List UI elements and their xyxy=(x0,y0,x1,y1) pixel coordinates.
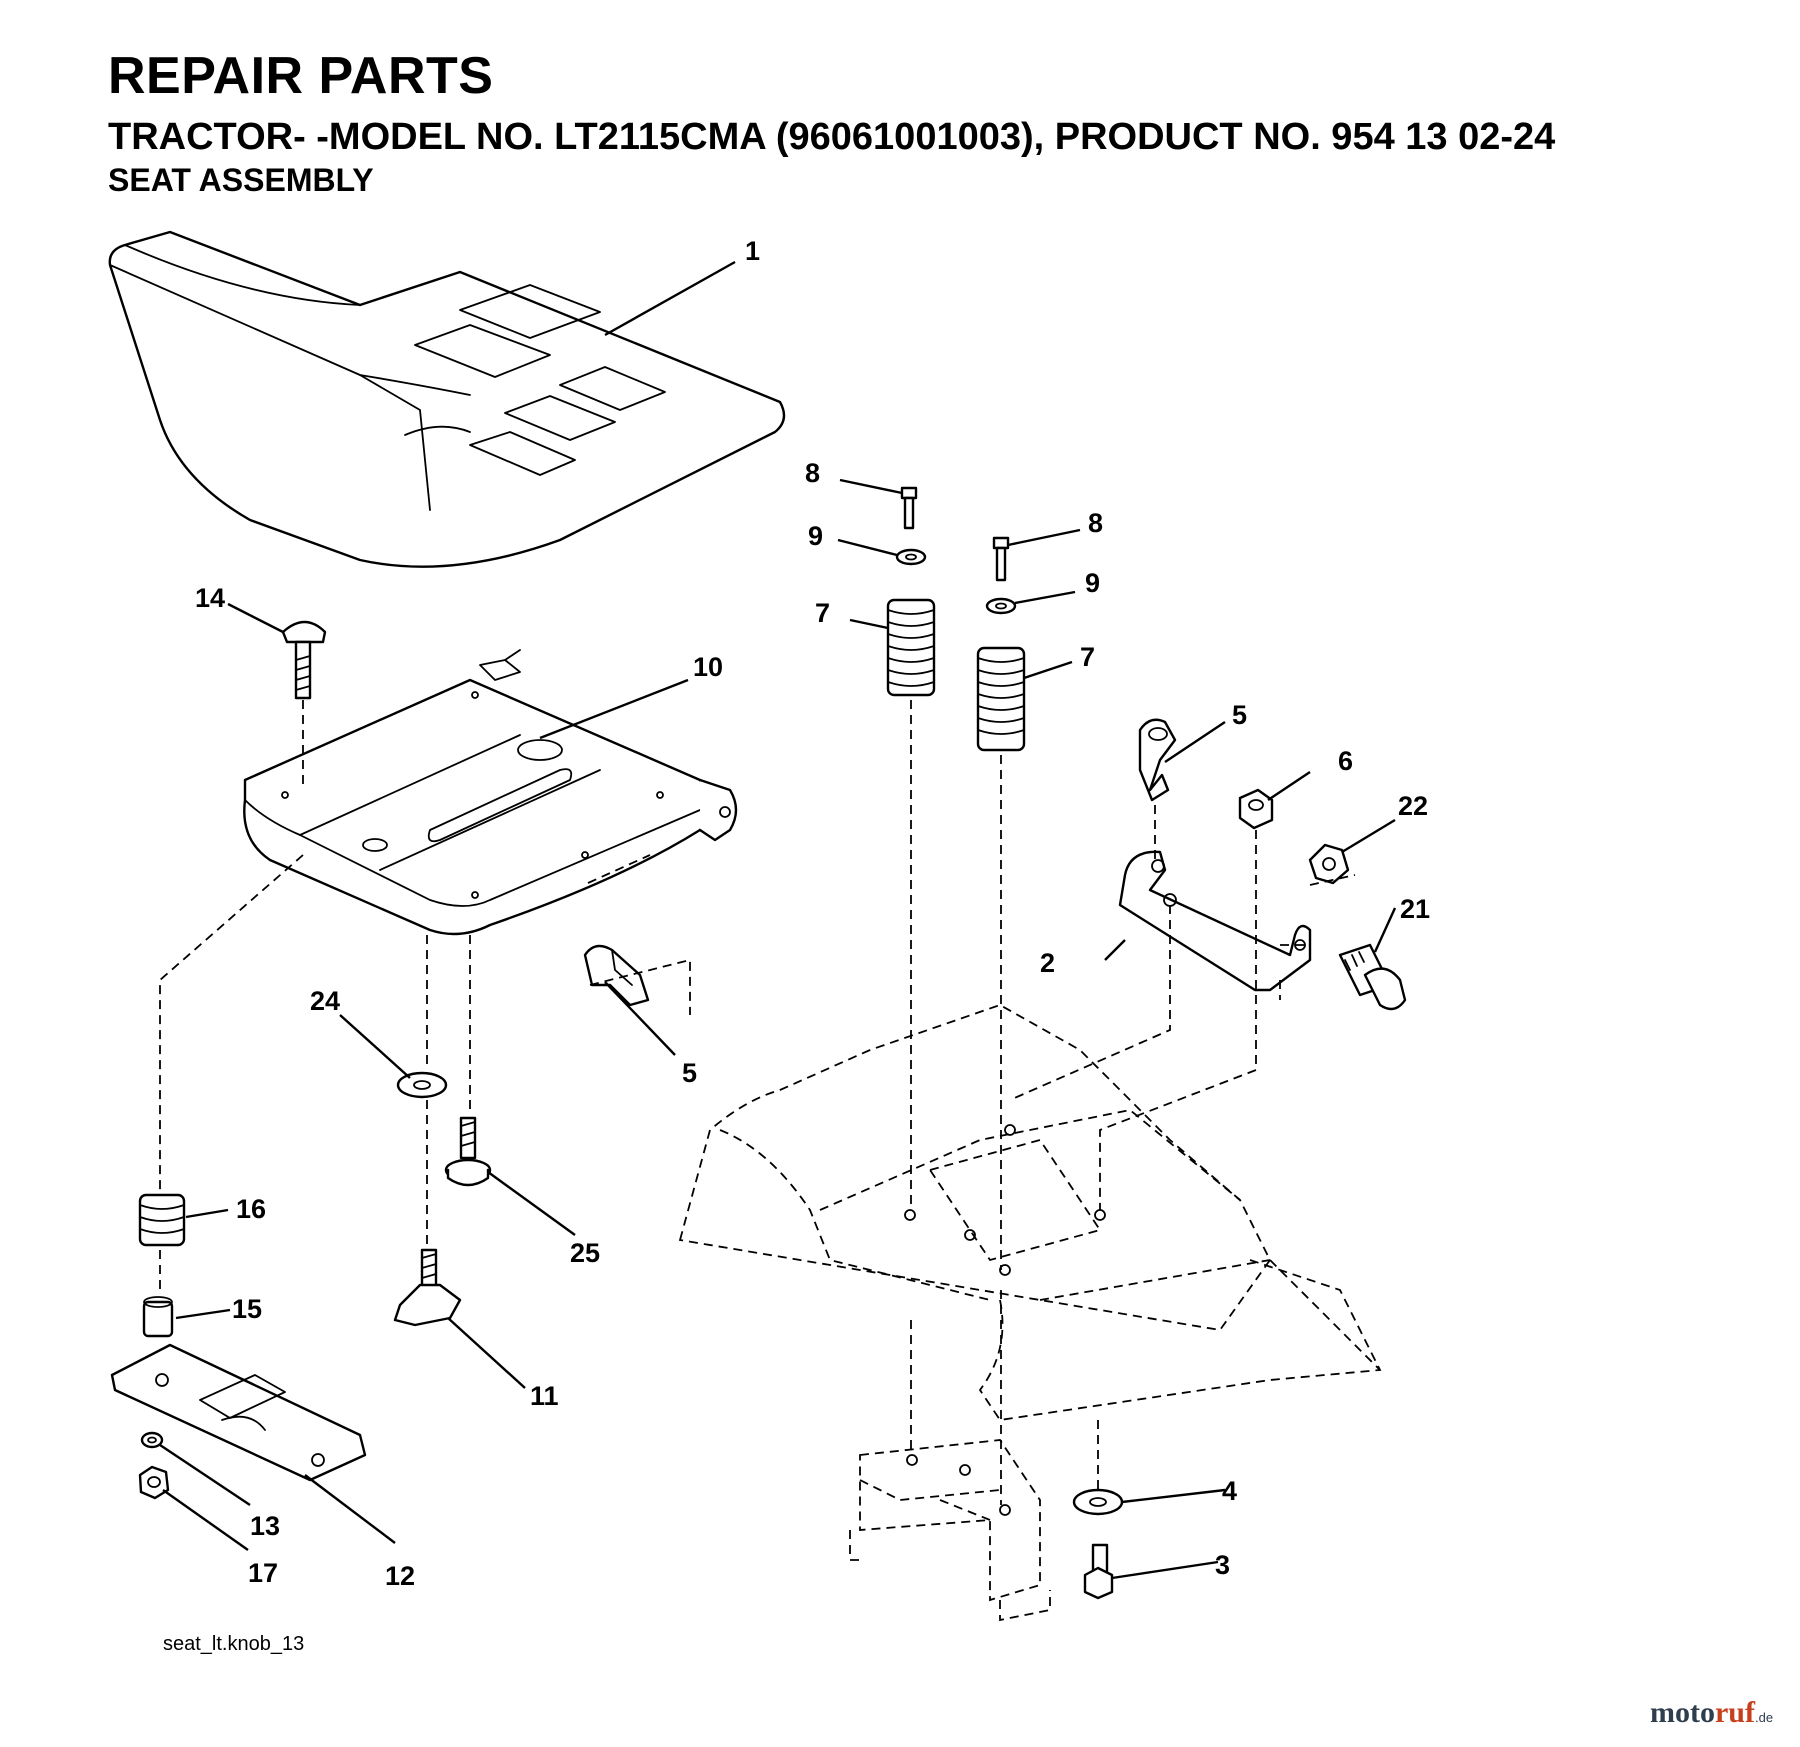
callout-5-upper: 5 xyxy=(1232,700,1247,730)
callout-8-left: 8 xyxy=(805,458,820,488)
callout-8-right: 8 xyxy=(1088,508,1103,538)
callout-11: 11 xyxy=(530,1381,559,1411)
adjustment-plate xyxy=(110,1343,367,1482)
seat-switch-clip-lower xyxy=(583,944,650,1007)
watermark-domain: .de xyxy=(1755,1710,1773,1725)
seat-switch-clip-upper xyxy=(1138,718,1177,802)
hex-bolt-3 xyxy=(1083,1543,1114,1600)
bolt-8-left xyxy=(900,486,918,530)
watermark-logo: motoruf.de xyxy=(1650,1696,1773,1729)
callout-7-right: 7 xyxy=(1080,642,1095,672)
pivot-bracket xyxy=(1118,850,1312,992)
suspension-spring-left xyxy=(886,598,936,697)
washer-9-left xyxy=(895,548,927,566)
callout-5-lower: 5 xyxy=(682,1058,697,1088)
callout-25: 25 xyxy=(570,1238,600,1268)
shoulder-screw-25 xyxy=(444,1116,492,1187)
callout-10: 10 xyxy=(693,652,723,682)
tractor-frame-outline xyxy=(678,1004,1382,1622)
callout-1: 1 xyxy=(745,236,760,266)
svg-text:motoruf.de: motoruf.de xyxy=(1650,1696,1773,1729)
hex-nut xyxy=(1238,788,1274,830)
hex-nut-17 xyxy=(138,1465,170,1500)
callout-15: 15 xyxy=(232,1294,262,1324)
callout-7-left: 7 xyxy=(815,598,830,628)
flat-washer-4 xyxy=(1072,1488,1124,1516)
seat-pan xyxy=(243,649,738,936)
washer-9-right xyxy=(985,597,1017,615)
bolt-8-right xyxy=(992,536,1010,582)
watermark-ruf: ruf xyxy=(1715,1696,1756,1729)
leader-lines xyxy=(159,260,1397,1580)
callout-6: 6 xyxy=(1338,746,1353,776)
model-subtitle: TRACTOR- -MODEL NO. LT2115CMA (960610010… xyxy=(108,116,1556,158)
callout-labels: 1 2 3 4 5 5 6 7 7 8 8 9 9 10 11 12 13 14… xyxy=(195,236,1430,1591)
callout-12: 12 xyxy=(385,1561,415,1591)
drawing-reference-code: seat_lt.knob_13 xyxy=(163,1633,304,1655)
callout-21: 21 xyxy=(1400,894,1430,924)
carriage-bolt xyxy=(281,620,327,700)
flat-washer-24 xyxy=(396,1071,448,1099)
callout-16: 16 xyxy=(236,1194,266,1224)
shoulder-bolt xyxy=(1338,943,1407,1011)
section-title: SEAT ASSEMBLY xyxy=(108,162,374,198)
suspension-spring-right xyxy=(976,646,1026,752)
callout-9-right: 9 xyxy=(1085,568,1100,598)
callout-22: 22 xyxy=(1398,791,1428,821)
callout-13: 13 xyxy=(250,1511,280,1541)
callout-3: 3 xyxy=(1215,1550,1230,1580)
page-title: REPAIR PARTS xyxy=(108,47,494,105)
callout-24: 24 xyxy=(310,986,340,1016)
knob-spring xyxy=(138,1193,186,1247)
callout-2: 2 xyxy=(1040,948,1055,978)
callout-14: 14 xyxy=(195,583,225,613)
flange-nut-13 xyxy=(140,1431,164,1449)
lock-nut xyxy=(1308,843,1350,885)
callout-17: 17 xyxy=(248,1558,278,1588)
assembly-paths xyxy=(159,700,1356,1505)
callout-9-left: 9 xyxy=(808,521,823,551)
spacer xyxy=(142,1296,174,1338)
callout-4: 4 xyxy=(1222,1476,1237,1506)
seat-cushion xyxy=(108,230,786,568)
adjustment-knob xyxy=(393,1248,462,1327)
watermark-moto: moto xyxy=(1650,1696,1715,1729)
